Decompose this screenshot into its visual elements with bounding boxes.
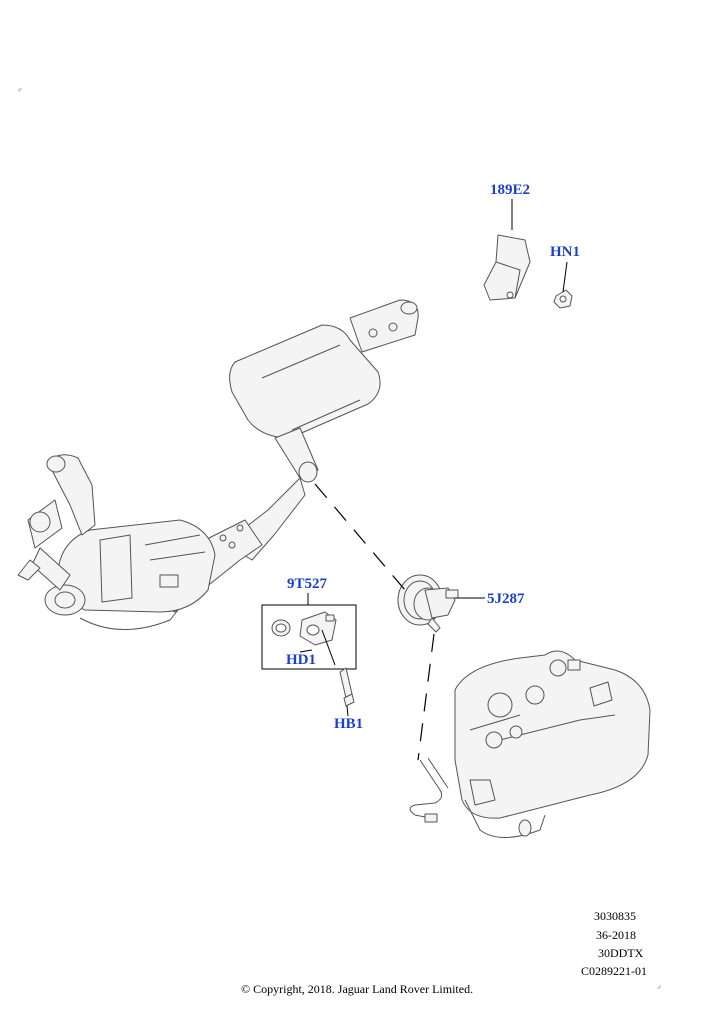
reference-date: 36-2018 [596,928,636,942]
callout-189e2[interactable]: 189E2 [490,182,531,198]
fuel-line [409,757,449,823]
reference-illustration-id: C0289221-01 [581,964,647,978]
bracket-189e2 [483,234,531,301]
fuel-tank [454,650,651,838]
callout-hn1[interactable]: HN1 [550,244,580,260]
rear-muffler [229,324,381,439]
callout-hd1[interactable]: HD1 [286,652,316,668]
callout-5j287[interactable]: 5J287 [487,591,525,607]
catalytic-converter [44,519,216,616]
reference-model: 30DDTX [598,946,644,960]
nut-hn1 [553,289,573,309]
fuel-heater [397,574,459,633]
dashed-connectors [314,483,435,761]
bolt-hb1 [339,667,355,707]
copyright-notice: © Copyright, 2018. Jaguar Land Rover Lim… [241,982,474,996]
reference-number: 3030835 [594,909,636,923]
corner-marks [18,88,661,989]
exhaust-tailpipe [349,299,419,353]
leader-lines [299,199,568,717]
front-downpipes [17,454,96,591]
kit-9t527 [261,604,357,670]
callout-9t527[interactable]: 9T527 [287,576,328,592]
callout-hb1[interactable]: HB1 [334,716,364,732]
